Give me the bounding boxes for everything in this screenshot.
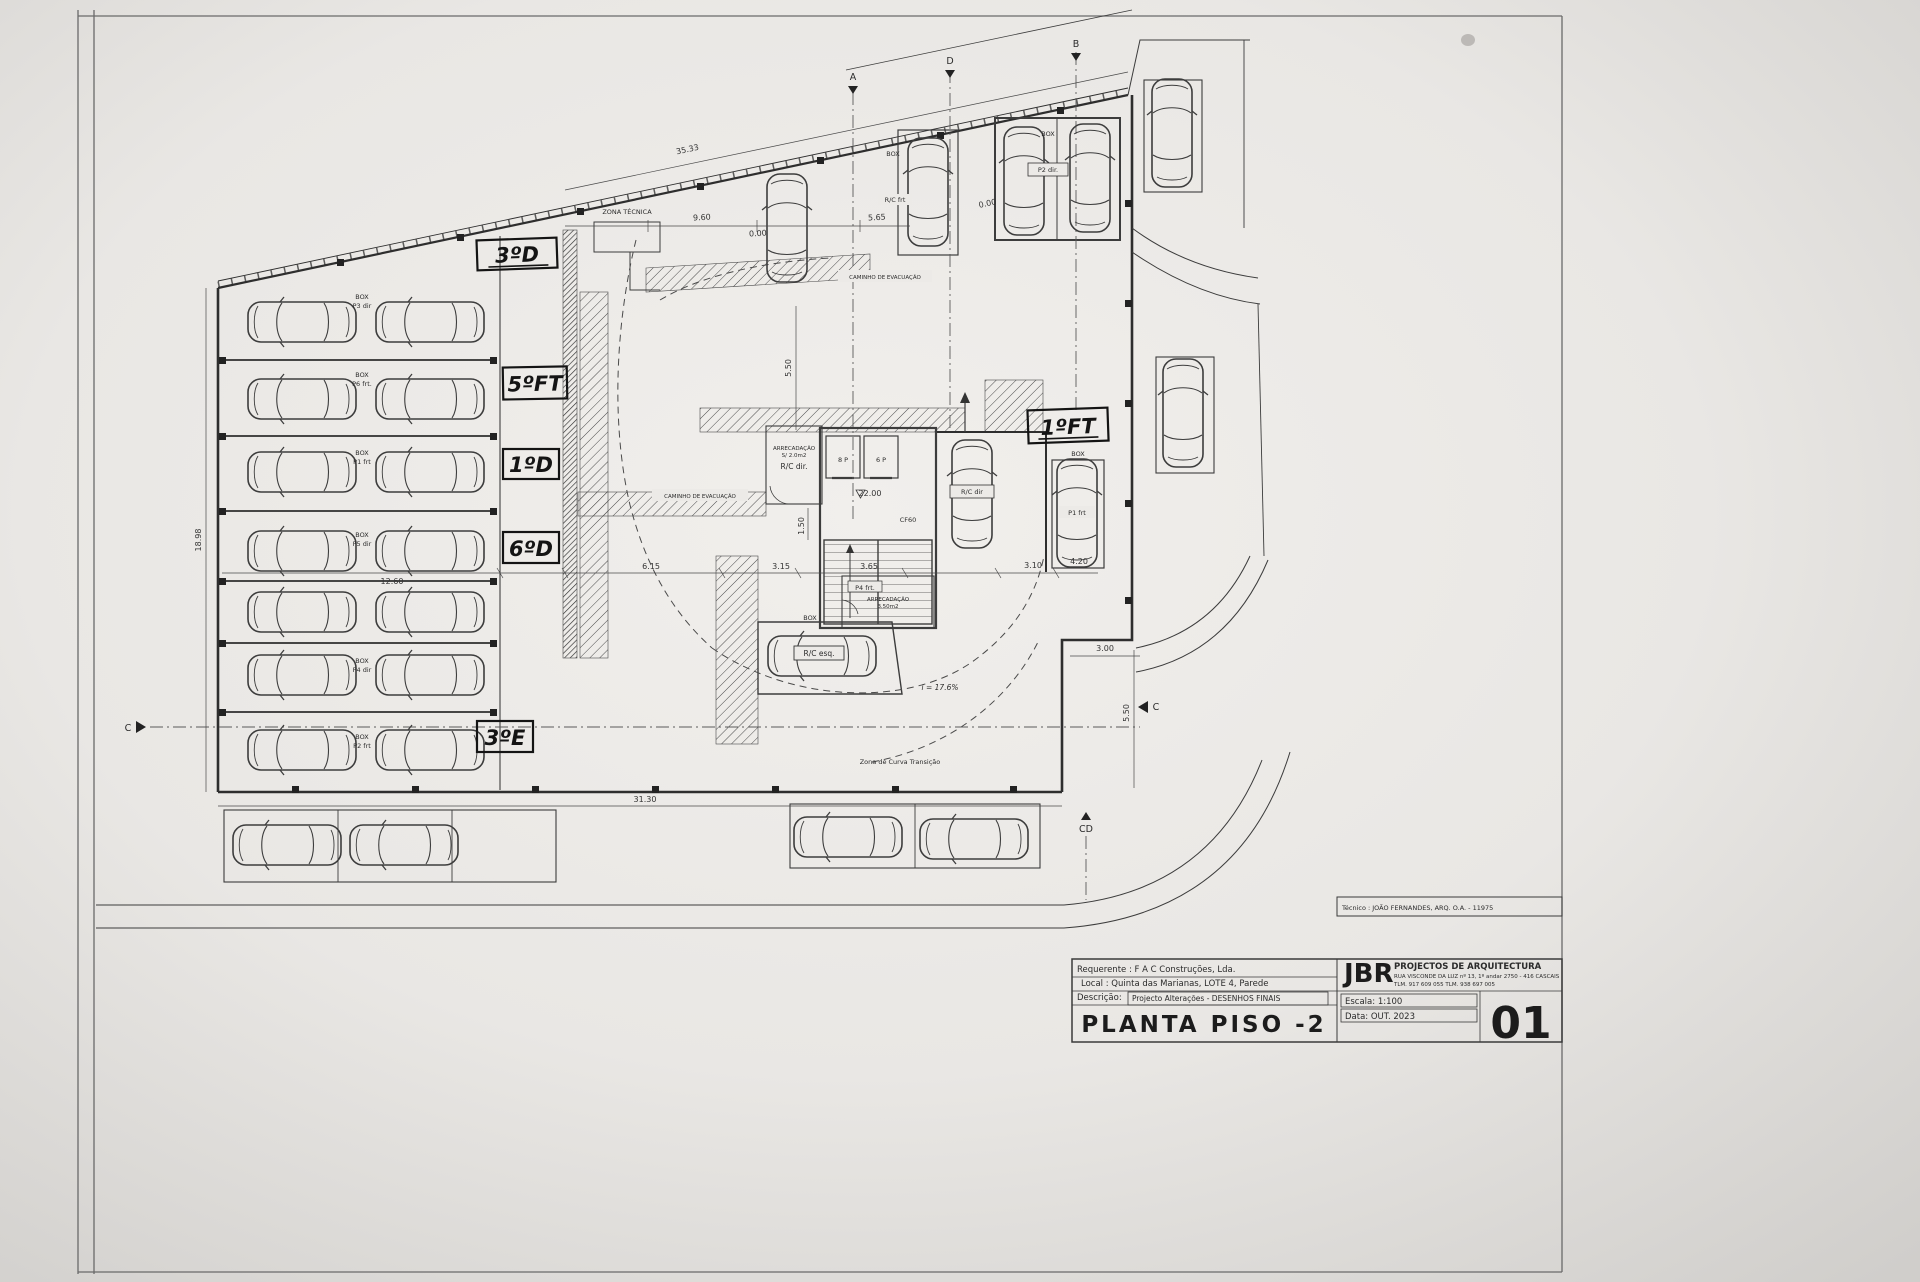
- elevator-label: 8 P: [838, 456, 848, 464]
- plan-labels: BOX P3 dir BOX P6 frt. BOX P1 frt BOX P5…: [352, 130, 1095, 766]
- handwritten-label: 3ºD: [495, 242, 540, 268]
- box-label: BOX: [1041, 130, 1055, 138]
- dim-text: 5.65: [868, 213, 886, 223]
- stall-label: P2 dir.: [1038, 166, 1058, 174]
- box-label: BOX: [803, 614, 817, 622]
- dimension-texts: 35.33 9.60 5.65 0.00 0.00 31.30 18.98 12…: [194, 143, 1131, 804]
- room-label: CAMINHO DE EVACUAÇÃO: [664, 493, 736, 500]
- sheet-frame: [77, 10, 1563, 1274]
- room-label: ARRECADAÇÃO: [773, 445, 816, 452]
- door-rating-label: CF60: [900, 516, 917, 524]
- drive-paths: [150, 52, 1140, 900]
- section-letter: B: [1073, 39, 1080, 50]
- handwritten-label: 3ºE: [485, 726, 526, 750]
- stall-label: R/C dir: [961, 488, 983, 496]
- box-label: BOX: [355, 531, 369, 539]
- box-label: BOX: [355, 293, 369, 301]
- dimension-lines: [205, 71, 1140, 807]
- level-text: 22.00: [859, 489, 882, 498]
- section-letter: A: [850, 72, 857, 83]
- title-block: Técnico : JOÃO FERNANDES, ARQ. O.A. - 11…: [1071, 896, 1563, 1049]
- technician-text: Técnico : JOÃO FERNANDES, ARQ. O.A. - 11…: [1341, 903, 1493, 912]
- firm-address-1: RUA VISCONDE DA LUZ nº 13, 1º andar 2750…: [1394, 973, 1560, 980]
- box-label: BOX: [886, 150, 900, 158]
- sheet-number: 01: [1490, 998, 1551, 1049]
- dim-text: 3.65: [860, 562, 878, 571]
- dim-text: 1.50: [797, 517, 806, 535]
- box-label: BOX: [355, 733, 369, 741]
- description-label: Descrição:: [1077, 993, 1122, 1003]
- dim-text: 3.15: [772, 562, 790, 571]
- handwritten-label: 5ºFT: [507, 371, 564, 396]
- dim-text: 3.10: [1024, 561, 1042, 570]
- handwritten-label: 1ºFT: [1040, 414, 1098, 440]
- dim-text: 3.00: [1096, 644, 1114, 653]
- floor-plan: BOX P3 dir BOX P6 frt. BOX P1 frt BOX P5…: [96, 9, 1291, 929]
- room-label: R/C dir.: [781, 462, 808, 471]
- room-label: P4 frt.: [855, 584, 875, 592]
- section-letter: D: [946, 56, 953, 67]
- plan-title: PLANTA PISO -2: [1081, 1012, 1326, 1038]
- dim-text: 31.30: [634, 795, 657, 804]
- dim-text: 18.98: [194, 529, 203, 552]
- box-label: BOX: [1071, 450, 1085, 458]
- scale-text: Escala: 1:100: [1345, 997, 1402, 1007]
- dim-text: 6.15: [642, 562, 660, 571]
- parking-dividers: [220, 359, 497, 713]
- room-label: 3.50m2: [877, 604, 898, 610]
- paper-hole: [1461, 34, 1475, 46]
- room-label: CAMINHO DE EVACUAÇÃO: [849, 274, 921, 281]
- firm-name-text: PROJECTOS DE ARQUITECTURA: [1394, 962, 1542, 972]
- stall-label: P4 dir: [353, 666, 372, 674]
- box-label: BOX: [355, 449, 369, 457]
- building-walls: [216, 87, 1134, 794]
- hatched-zones: [562, 229, 1044, 745]
- date-text: Data: OUT. 2023: [1345, 1012, 1415, 1022]
- stall-label: P6 frt.: [352, 380, 372, 388]
- dim-text: 9.60: [693, 213, 711, 223]
- box-label: BOX: [355, 657, 369, 665]
- dim-text: 12.60: [381, 577, 404, 586]
- stall-label: P3 dir: [353, 302, 372, 310]
- section-letter: C: [125, 723, 132, 734]
- handwritten-label: 6ºD: [509, 537, 553, 561]
- room-label: S/ 2.0m2: [782, 453, 807, 459]
- roads: [96, 9, 1291, 929]
- location-text: Local : Quinta das Marianas, LOTE 4, Par…: [1081, 979, 1268, 989]
- stall-label: P2 frt: [353, 742, 371, 750]
- stall-label: R/C esq.: [803, 649, 834, 658]
- handwritten-annotations: 3ºD 5ºFT 1ºD 6ºD 3ºE 1ºFT: [475, 236, 1110, 754]
- slope-label: i = 17.6%: [922, 683, 959, 692]
- section-letter: CD: [1079, 824, 1093, 835]
- dim-text: 0.00: [978, 197, 997, 210]
- dim-text: 5.50: [1122, 704, 1131, 722]
- dim-text: 5.50: [784, 359, 793, 377]
- stall-label: P1 frt: [353, 458, 371, 466]
- stall-label: R/C frt: [885, 196, 906, 204]
- client-text: Requerente : F A C Construções, Lda.: [1077, 965, 1235, 975]
- description-value: Projecto Alterações - DESENHOS FINAIS: [1132, 994, 1281, 1003]
- stall-label: P1 frt: [1068, 509, 1086, 517]
- section-markers: A D B C C CD: [125, 39, 1160, 835]
- curve-zone-label: Zona de Curva Transição: [860, 758, 941, 766]
- elevator-label: 6 P: [876, 456, 886, 464]
- room-label: ZONA TÉCNICA: [602, 207, 652, 216]
- firm-address-2: TLM. 917 609 055 TLM. 938 697 005: [1393, 982, 1496, 988]
- handwritten-label: 1ºD: [509, 453, 553, 477]
- box-label: BOX: [355, 371, 369, 379]
- section-letter: C: [1153, 702, 1160, 713]
- room-label: ARRECADAÇÃO: [867, 596, 910, 603]
- dim-text: 4.20: [1070, 557, 1088, 566]
- structural-columns: [219, 107, 1132, 793]
- stall-label: P5 dir: [353, 540, 372, 548]
- dim-text: 0.00: [749, 229, 767, 239]
- firm-logo-text: JBR: [1342, 959, 1394, 989]
